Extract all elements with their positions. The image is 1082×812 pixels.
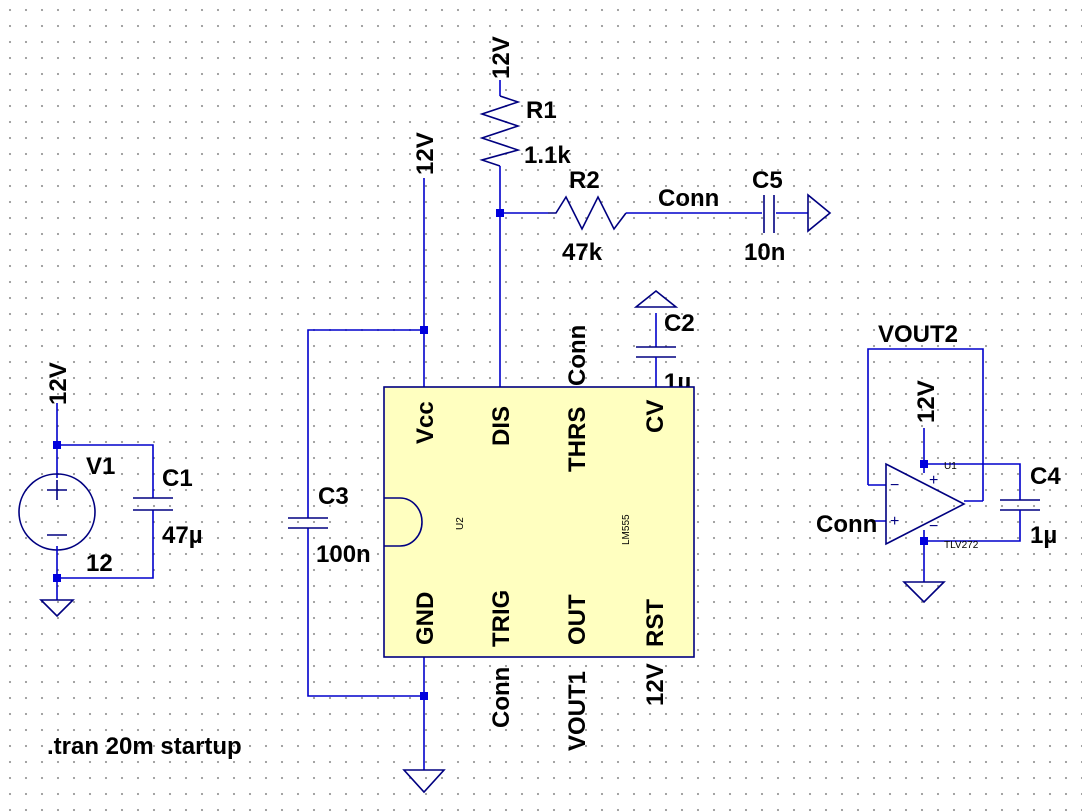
opamp-inverting-sign: − [890, 477, 899, 494]
junction-dot [496, 209, 504, 217]
cv-decoupling: C2 1µ [633, 289, 695, 396]
ground-symbol-opamp [902, 581, 946, 604]
pin-label-rst: RST [642, 599, 669, 647]
component-name-c2: C2 [664, 310, 695, 337]
ic-notch [384, 497, 423, 547]
component-name-r1: R1 [526, 97, 557, 124]
component-value-c3: 100n [316, 541, 371, 568]
component-value-c1: 47µ [162, 522, 203, 549]
opamp-supply-minus-sign: − [929, 518, 938, 535]
component-name-c4: C4 [1030, 463, 1061, 490]
component-name-c5: C5 [752, 167, 783, 194]
net-label-conn-thrs: Conn [564, 325, 591, 386]
timing-network: 12V R1 1.1k R2 47k Conn C5 10n [479, 36, 832, 387]
supply-v1-section: 12V V1 12 C1 47µ [18, 362, 203, 618]
lm555-timer-ic[interactable]: Vcc DIS THRS CV GND TRIG OUT RST U2 LM55… [383, 325, 695, 751]
component-name-c1: C1 [162, 465, 193, 492]
net-label-conn-opamp: Conn [816, 511, 877, 538]
junction-dot [420, 326, 428, 334]
resistor-r2[interactable] [548, 195, 627, 231]
component-name-v1: V1 [86, 453, 115, 480]
component-value-c4: 1µ [1030, 522, 1057, 549]
component-name-c3: C3 [318, 483, 349, 510]
ground-symbol-v1 [39, 599, 75, 618]
component-value-r2: 47k [562, 239, 603, 266]
opamp-supply-plus-sign: + [929, 472, 938, 489]
resistor-r1[interactable] [479, 95, 521, 167]
opamp-noninverting-sign: + [890, 513, 899, 530]
pin-label-thrs: THRS [564, 407, 591, 472]
pin-label-trig: TRIG [488, 590, 515, 647]
ground-symbol-c2 [633, 289, 679, 308]
junction-dot [53, 574, 61, 582]
net-label-vout1: VOUT1 [564, 671, 591, 751]
opamp-instance-name: U1 [944, 461, 957, 472]
pin-label-vcc: Vcc [412, 401, 439, 444]
ground-symbol-timer [402, 769, 446, 794]
junction-dot [53, 441, 61, 449]
net-label-12v-opamp: 12V [913, 380, 940, 423]
junction-dot [420, 692, 428, 700]
component-value-c5: 10n [744, 239, 785, 266]
pin-label-out: OUT [564, 594, 591, 645]
pin-label-cv: CV [642, 400, 669, 433]
timer-supply-wiring: 12V C3 100n [288, 132, 446, 794]
pin-label-dis: DIS [488, 406, 515, 446]
ground-symbol-c5 [807, 193, 832, 233]
net-label-12v: 12V [488, 36, 515, 79]
pin-label-gnd: GND [412, 592, 439, 645]
component-value-v1: 12 [86, 550, 113, 577]
opamp-u1[interactable] [885, 462, 966, 546]
ic-part-name: LM555 [621, 514, 632, 545]
junction-dot [920, 537, 928, 545]
net-label-12v: 12V [45, 362, 72, 405]
spice-directive[interactable]: .tran 20m startup [47, 733, 242, 760]
net-label-vout2: VOUT2 [878, 321, 958, 348]
component-value-r1: 1.1k [524, 142, 571, 169]
opamp-part-name: TLV272 [944, 540, 979, 551]
component-name-r2: R2 [569, 167, 600, 194]
junction-dot [920, 460, 928, 468]
net-label-conn: Conn [658, 185, 719, 212]
net-label-12v: 12V [412, 132, 439, 175]
opamp-buffer-section: − + + − VOUT2 12V U1 TLV272 Conn C4 1µ [816, 321, 1061, 604]
net-label-12v-rst: 12V [642, 663, 669, 706]
net-label-conn-trig: Conn [488, 667, 515, 728]
ic-instance-name: U2 [455, 517, 466, 530]
